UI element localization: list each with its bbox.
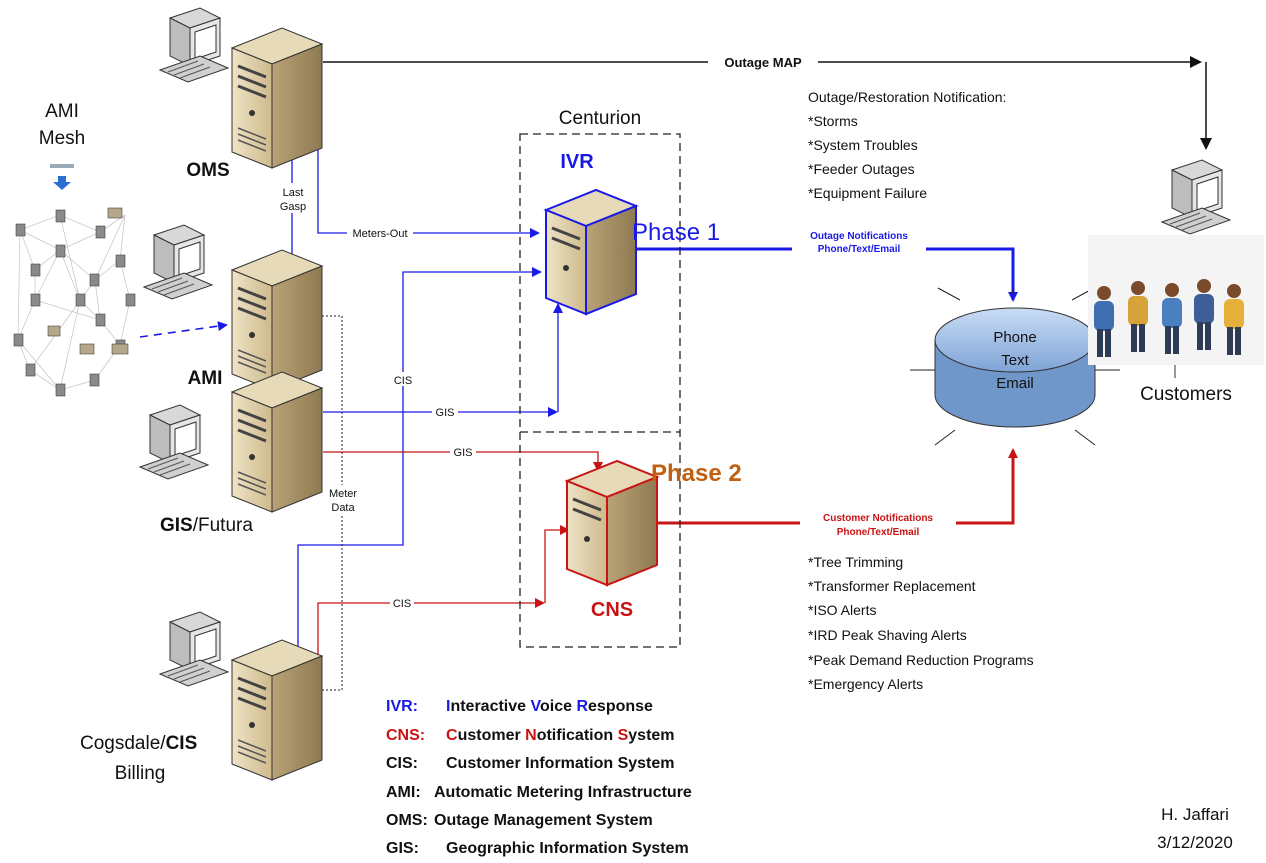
meter-data-line — [322, 315, 343, 691]
customer-item: *Peak Demand Reduction Programs — [808, 652, 1034, 668]
customer-workstation-icon — [1161, 159, 1231, 235]
oms-workstation-icon — [159, 7, 229, 83]
last-gasp-label-2: Gasp — [280, 201, 306, 213]
ivr-server-icon — [543, 188, 639, 316]
customer-item: *Tree Trimming — [808, 554, 903, 570]
legend: IVR: Interactive Voice Response CNS: Cus… — [386, 698, 692, 857]
phase2-label: Phase 2 — [651, 460, 742, 487]
mesh-tag — [50, 164, 74, 168]
customer-item: *ISO Alerts — [808, 602, 876, 618]
cis-server-icon — [230, 638, 324, 782]
channel-email: Email — [996, 375, 1034, 392]
cis-red-up-line — [544, 525, 570, 603]
legend-oms: OMS:Outage Management System — [386, 812, 653, 829]
gis-label: GIS/Futura — [160, 515, 253, 536]
customer-notifications-line — [655, 448, 1018, 525]
ami-server-icon — [230, 248, 324, 392]
cis-blue-label: CIS — [394, 375, 412, 387]
legend-cis: CIS:Customer Information System — [386, 755, 674, 772]
ami-mesh-network — [13, 207, 136, 397]
customers-label: Customers — [1140, 384, 1232, 405]
oms-server-icon — [230, 26, 324, 170]
channel-text: Text — [1001, 352, 1029, 369]
customer-item: *Transformer Replacement — [808, 578, 976, 594]
gis-red-line — [323, 451, 603, 472]
cis-red-line — [317, 598, 545, 660]
gis-blue-label: GIS — [436, 407, 455, 419]
author-name: H. Jaffari — [1161, 805, 1229, 824]
outage-map-label: Outage MAP — [724, 55, 802, 70]
ami-mesh-label-2: Mesh — [39, 128, 85, 149]
legend-cns: CNS: Customer Notification System — [386, 727, 675, 744]
gis-server-icon — [230, 370, 324, 514]
outage-notifications-label-2: Phone/Text/Email — [818, 244, 901, 255]
author-date: 3/12/2020 — [1157, 833, 1233, 852]
channel-phone: Phone — [993, 329, 1036, 346]
outage-item: *Feeder Outages — [808, 161, 915, 177]
phase1-label: Phase 1 — [632, 219, 720, 246]
meters-out-label: Meters-Out — [352, 228, 407, 240]
customers-image — [1088, 235, 1264, 378]
legend-ivr: IVR: Interactive Voice Response — [386, 698, 653, 715]
customer-notifications-label-2: Phone/Text/Email — [837, 527, 920, 538]
ivr-label: IVR — [560, 151, 594, 173]
gis-red-label: GIS — [454, 447, 473, 459]
meter-data-label-2: Data — [331, 502, 355, 514]
mesh-down-arrow-icon — [53, 176, 71, 190]
outage-list-title: Outage/Restoration Notification: — [808, 89, 1006, 105]
meters-out-line — [317, 145, 540, 238]
customer-item: *IRD Peak Shaving Alerts — [808, 627, 967, 643]
ami-workstation-icon — [143, 224, 213, 300]
billing-label: Billing — [115, 763, 166, 784]
ami-mesh-label-1: AMI — [45, 101, 79, 122]
last-gasp-label-1: Last — [283, 187, 304, 199]
outage-item: *System Troubles — [808, 137, 918, 153]
customer-notifications-label-1: Customer Notifications — [823, 513, 933, 524]
legend-ami: AMI:Automatic Metering Infrastructure — [386, 784, 692, 801]
mesh-to-ami-line — [139, 321, 228, 338]
cns-server-icon — [564, 459, 660, 587]
cis-workstation-icon — [159, 611, 229, 687]
meter-data-label-1: Meter — [329, 488, 357, 500]
outage-notifications-label-1: Outage Notifications — [810, 231, 908, 242]
centurion-box — [519, 133, 681, 648]
oms-label: OMS — [186, 160, 229, 181]
legend-gis: GIS:Geographic Information System — [386, 840, 689, 857]
cis-label: Cogsdale/CIS — [80, 733, 197, 754]
outage-notifications-line — [636, 247, 1018, 302]
gis-workstation-icon — [139, 404, 209, 480]
ami-label: AMI — [188, 368, 223, 389]
cis-blue-line — [297, 267, 542, 650]
customer-item: *Emergency Alerts — [808, 676, 923, 692]
centurion-title: Centurion — [559, 108, 641, 129]
outage-item: *Storms — [808, 113, 858, 129]
cis-red-label: CIS — [393, 598, 411, 610]
notification-channel-hub — [910, 287, 1120, 446]
cns-label: CNS — [591, 599, 633, 621]
outage-item: *Equipment Failure — [808, 185, 927, 201]
